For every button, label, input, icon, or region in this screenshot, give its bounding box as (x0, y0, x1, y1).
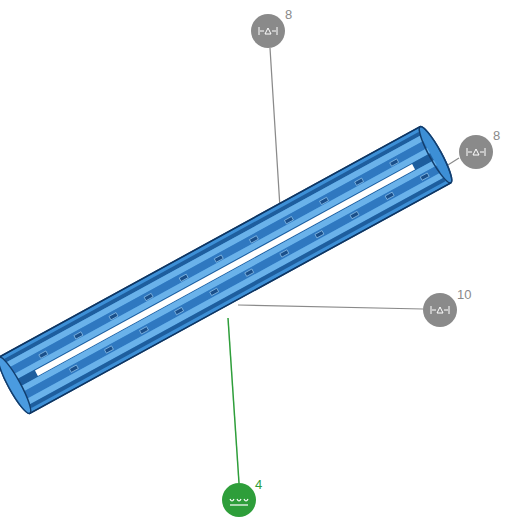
tube-end (415, 124, 456, 186)
slot (16, 153, 434, 387)
tube-end (0, 354, 35, 416)
hole (104, 346, 113, 353)
hole (355, 178, 364, 185)
hole (109, 313, 118, 320)
through-slot (35, 164, 415, 376)
hole (39, 351, 48, 358)
slotted-tube (0, 124, 456, 416)
hole (315, 231, 324, 238)
hole (144, 293, 153, 300)
tolerance-icon (423, 293, 457, 327)
hole (210, 288, 219, 295)
stripe (6, 136, 423, 368)
hole (175, 307, 184, 314)
hole (320, 197, 329, 204)
hole (214, 255, 223, 262)
hole (390, 159, 399, 166)
hole (74, 332, 83, 339)
hole (420, 173, 429, 180)
tolerance-icon (251, 14, 285, 48)
hole (69, 365, 78, 372)
slot (30, 178, 446, 408)
hole (249, 236, 258, 243)
leader-line (238, 305, 423, 309)
hole (140, 327, 149, 334)
stripe (9, 141, 427, 375)
stripe (13, 148, 430, 380)
hole (245, 269, 254, 276)
hole-row (39, 149, 429, 382)
tube-body (0, 124, 456, 416)
hole (280, 250, 289, 257)
callout-number: 4 (254, 478, 263, 491)
callout-number: 8 (284, 8, 293, 21)
stripe (23, 165, 441, 399)
tube-edge (0, 127, 420, 358)
hole (284, 217, 293, 224)
hole (385, 192, 394, 199)
stripe (27, 172, 444, 404)
callout-number: 8 (492, 129, 501, 142)
leader-line (228, 318, 239, 483)
hole (179, 274, 188, 281)
callout-number: 10 (456, 288, 472, 301)
stripe (20, 160, 437, 392)
hole (350, 211, 359, 218)
tolerance-icon (459, 135, 493, 169)
tube-edge (30, 183, 451, 414)
slot (5, 132, 421, 362)
surface-finish-icon (222, 483, 256, 517)
